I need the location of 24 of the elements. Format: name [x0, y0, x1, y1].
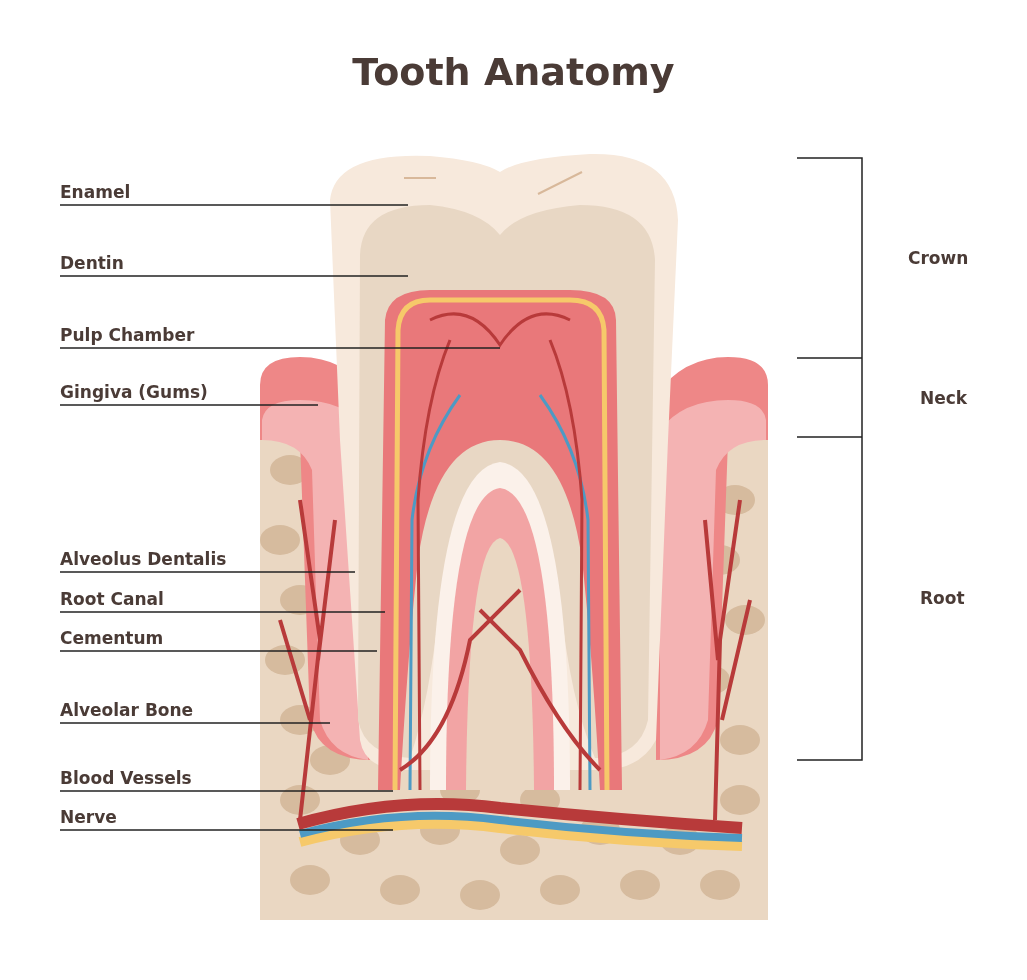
part-label: Dentin — [60, 251, 250, 275]
leader-line — [59, 611, 386, 613]
part-label: Cementum — [60, 626, 250, 650]
part-label: Gingiva (Gums) — [60, 380, 250, 404]
title: Tooth Anatomy — [351, 50, 676, 94]
part-label: Alveolus Dentalis — [60, 547, 250, 571]
part-label: Root Canal — [60, 587, 250, 611]
leader-line — [59, 790, 394, 792]
leader-line — [59, 571, 356, 573]
leader-line — [59, 722, 331, 724]
leader-line — [59, 650, 378, 652]
part-label: Enamel — [60, 180, 250, 204]
part-label: Blood Vessels — [60, 766, 250, 790]
part-label: Pulp Chamber — [60, 323, 250, 347]
leader-line — [59, 204, 409, 206]
region-label: Neck — [920, 387, 968, 410]
leader-line — [59, 347, 501, 349]
region-label: Root — [920, 587, 965, 610]
leader-line — [59, 829, 394, 831]
part-label: Alveolar Bone — [60, 698, 250, 722]
part-label: Nerve — [60, 805, 250, 829]
region-label: Crown — [908, 247, 969, 270]
leader-line — [59, 275, 409, 277]
leader-line — [59, 404, 319, 406]
